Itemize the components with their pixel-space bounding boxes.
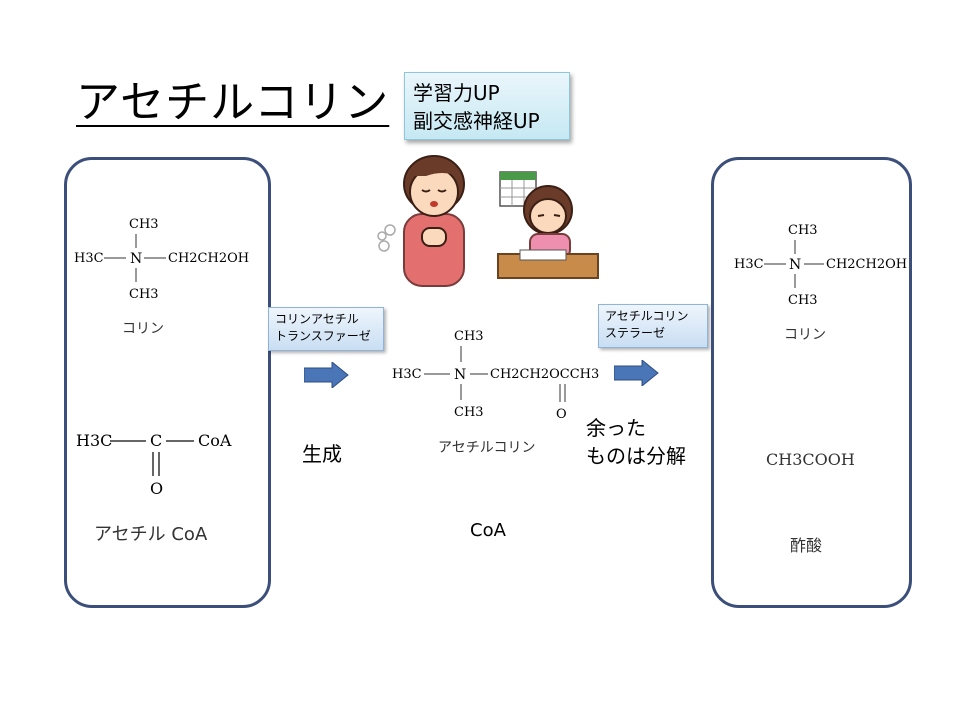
enzyme-box-2: アセチルコリン ステラーゼ <box>598 304 708 348</box>
page-title: アセチルコリン <box>76 77 390 128</box>
formula-right: CoA <box>198 431 232 450</box>
formula-center: C <box>150 431 162 450</box>
arrow-1 <box>304 362 349 388</box>
formula-right: CH2CH2OCCH3 <box>490 367 599 382</box>
enzyme-1-line-2: トランスファーゼ <box>275 329 371 343</box>
acetylcholine-label: アセチルコリン <box>438 440 536 456</box>
choline-formula-right: CH3 H3C N CH2CH2OH CH3 <box>734 223 907 308</box>
enzyme-2-line-2: ステラーゼ <box>605 326 666 340</box>
coa-label: CoA <box>470 520 506 541</box>
formula-bottom: CH3 <box>454 405 484 420</box>
formula-bottom: O <box>150 479 163 498</box>
produce-label: 生成 <box>302 442 342 466</box>
choline-label-left: コリン <box>122 321 164 337</box>
formula-left: H3C <box>392 367 422 382</box>
choline-formula-left: CH3 H3C N CH2CH2OH CH3 <box>74 217 249 302</box>
decompose-line-1: 余った <box>586 416 646 440</box>
formula-center: N <box>789 257 801 273</box>
formula-bottom-oxygen: O <box>556 407 567 422</box>
acetic-acid-label: 酢酸 <box>790 536 823 555</box>
effect-learning: 学習力UP <box>413 81 500 105</box>
formula-top: CH3 <box>129 217 159 232</box>
right-panel <box>711 157 912 608</box>
enzyme-box-1: コリンアセチル トランスファーゼ <box>268 307 384 351</box>
decompose-line-2: ものは分解 <box>586 444 686 468</box>
studying-girl-illustration <box>497 171 599 279</box>
effects-box: 学習力UP 副交感神経UP <box>404 72 570 140</box>
formula-bottom: CH3 <box>788 293 818 308</box>
formula-left: H3C <box>734 257 764 272</box>
decompose-label: 余った ものは分解 <box>586 414 686 470</box>
arrow-2 <box>614 360 659 386</box>
choline-label-right: コリン <box>784 327 826 343</box>
acetic-acid-formula: CH3COOH <box>766 450 855 469</box>
formula-center: N <box>130 251 142 267</box>
enzyme-1-line-1: コリンアセチル <box>275 312 359 326</box>
formula-top: CH3 <box>454 329 484 344</box>
formula-left: H3C <box>74 251 104 266</box>
illustration <box>377 155 599 287</box>
acetylcoa-label: アセチル CoA <box>94 524 208 545</box>
formula-right: CH2CH2OH <box>826 257 907 272</box>
enzyme-2-line-1: アセチルコリン <box>605 309 689 323</box>
formula-right: CH2CH2OH <box>168 251 249 266</box>
acetylcoa-formula: H3C C CoA O <box>76 431 232 498</box>
left-panel <box>64 157 271 608</box>
formula-center: N <box>454 367 466 383</box>
formula-bottom: CH3 <box>129 287 159 302</box>
relaxed-woman-illustration <box>377 155 465 287</box>
effect-parasympathetic: 副交感神経UP <box>413 109 540 133</box>
acetylcholine-formula: CH3 H3C N CH2CH2OCCH3 CH3 O <box>392 329 599 422</box>
formula-left: H3C <box>76 431 112 450</box>
formula-top: CH3 <box>788 223 818 238</box>
